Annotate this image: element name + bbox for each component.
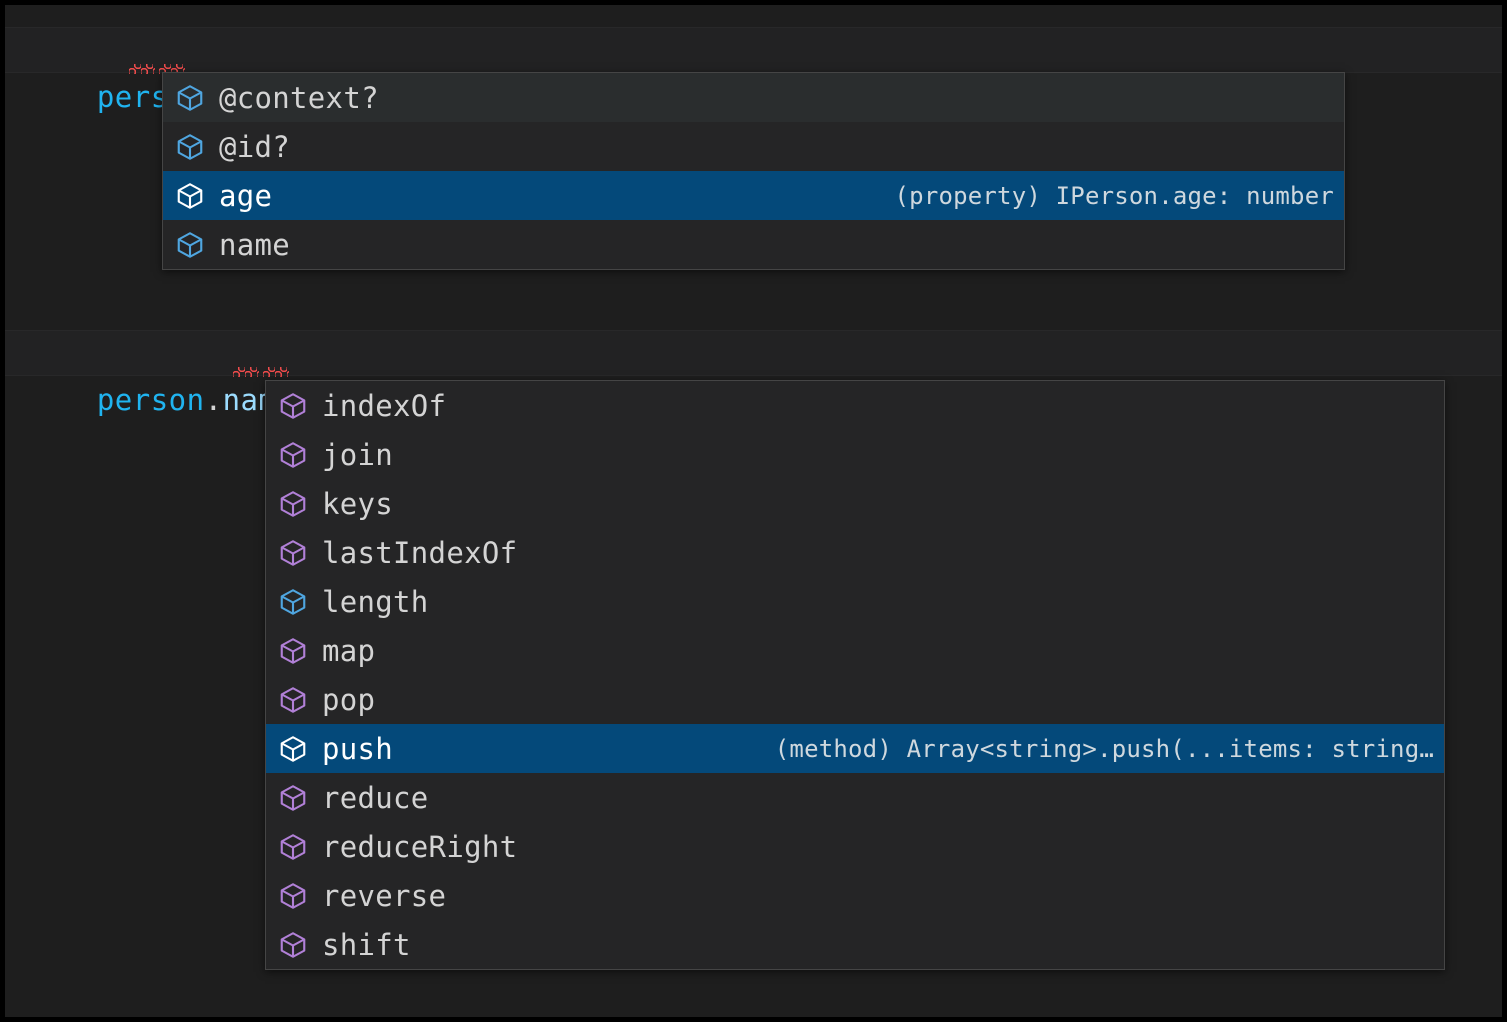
suggest-item-label: reverse [322,878,447,913]
suggest-item-push[interactable]: push (method) Array<string>.push(...item… [266,724,1444,773]
suggest-widget-person-name[interactable]: indexOf join keys lastIndexOf [265,380,1445,970]
suggest-item-shift[interactable]: shift [266,920,1444,969]
suggest-item-label: age [219,178,273,213]
suggest-item-label: reduceRight [322,829,518,864]
method-cube-icon [280,784,306,811]
code-line-1[interactable]: person.; [5,27,1502,114]
suggest-item-age[interactable]: age (property) IPerson.age: number [163,171,1344,220]
token-dot: . [204,383,223,417]
suggest-item-label: @id? [219,129,291,164]
property-cube-icon [177,84,203,111]
method-cube-icon [280,490,306,517]
suggest-item-label: join [322,437,394,472]
error-squiggle-1a [129,64,155,74]
property-cube-icon [280,588,306,615]
error-squiggle-2a [233,367,259,377]
code-editor[interactable]: person.; @context? @id? age [5,5,1502,1017]
suggest-item-keys[interactable]: keys [266,479,1444,528]
suggest-item-label: @context? [219,80,379,115]
suggest-item-detail: (property) IPerson.age: number [894,181,1334,210]
suggest-item-reduce[interactable]: reduce [266,773,1444,822]
method-cube-icon [280,392,306,419]
suggest-item-label: name [219,227,291,262]
suggest-item-label: pop [322,682,376,717]
suggest-item-lastindexof[interactable]: lastIndexOf [266,528,1444,577]
suggest-item-indexof[interactable]: indexOf [266,381,1444,430]
method-cube-icon [280,882,306,909]
method-cube-icon [280,637,306,664]
suggest-item-label: shift [322,927,411,962]
property-cube-icon [177,231,203,258]
suggest-item-map[interactable]: map [266,626,1444,675]
method-cube-icon [280,735,306,762]
method-cube-icon [280,833,306,860]
method-cube-icon [280,539,306,566]
error-squiggle-2b [263,367,289,377]
property-cube-icon [177,182,203,209]
method-cube-icon [280,931,306,958]
suggest-item-join[interactable]: join [266,430,1444,479]
suggest-item-detail: (method) Array<string>.push(...items: st… [774,734,1434,763]
suggest-item-reduceright[interactable]: reduceRight [266,822,1444,871]
suggest-item-name[interactable]: name [163,220,1344,269]
suggest-item-label: map [322,633,376,668]
suggest-item-id[interactable]: @id? [163,122,1344,171]
suggest-item-label: push [322,731,394,766]
property-cube-icon [177,133,203,160]
suggest-item-context[interactable]: @context? [163,73,1344,122]
suggest-item-label: indexOf [322,388,447,423]
suggest-item-length[interactable]: length [266,577,1444,626]
suggest-item-label: reduce [322,780,429,815]
token-variable-person: person [96,383,205,417]
method-cube-icon [280,441,306,468]
code-line-2[interactable]: person.name.; [5,330,1502,417]
suggest-widget-person[interactable]: @context? @id? age (property) IPerson.ag… [162,72,1345,270]
error-squiggle-1b [159,64,185,74]
suggest-item-label: length [322,584,429,619]
method-cube-icon [280,686,306,713]
suggest-item-reverse[interactable]: reverse [266,871,1444,920]
suggest-item-pop[interactable]: pop [266,675,1444,724]
suggest-item-label: lastIndexOf [322,535,518,570]
suggest-item-label: keys [322,486,394,521]
